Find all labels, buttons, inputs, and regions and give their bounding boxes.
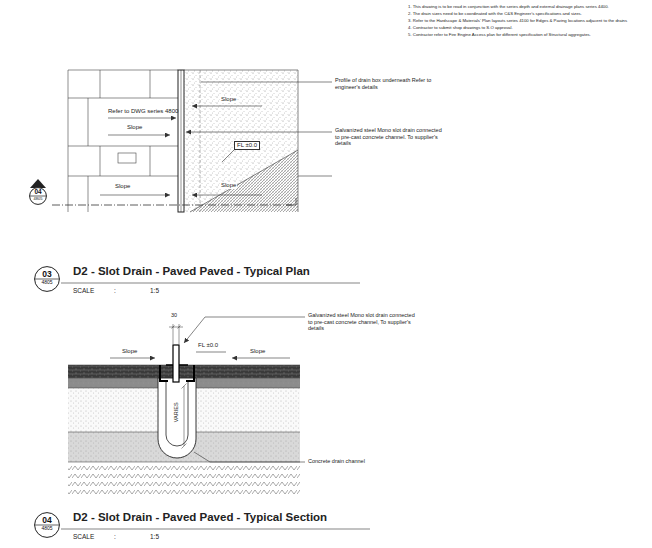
slope-label: Slope [250, 348, 265, 355]
section-cut-line [30, 179, 296, 205]
title-underline [61, 529, 370, 530]
drawing-title: D2 - Slot Drain - Paved Paved - Typical … [73, 511, 327, 525]
scale-separator: : [114, 287, 116, 295]
ground-layers [68, 365, 300, 495]
level-label: FL ±0.0 [234, 141, 260, 150]
drawing-title: D2 - Slot Drain - Paved Paved - Typical … [73, 265, 310, 279]
sheet-number: 4805 [34, 197, 43, 201]
slope-label: Slope [220, 182, 237, 189]
reference-bubble: 044805 [29, 187, 47, 205]
slot-drain-section [166, 345, 188, 382]
leader-lines [108, 82, 332, 176]
dimension-lines [169, 324, 187, 449]
note-text: 4. Contractor to submit shop drawings to… [408, 25, 513, 30]
scale-value: 1:5 [150, 287, 159, 295]
section-arrows [110, 317, 305, 462]
scale-separator: : [114, 533, 116, 541]
slope-label: Slope [127, 124, 142, 131]
scale-value: 1:5 [150, 533, 159, 541]
reference-note: Refer to DWG series 4800 [108, 108, 178, 115]
dimension-text: 30 [171, 312, 177, 319]
slope-label: Slope [220, 96, 237, 103]
note-text: 3. Refer to the Hardscape & Materials' P… [408, 18, 627, 23]
slot-drain-plan [178, 70, 184, 212]
callout-text: Profile of drain box underneath Refer to… [335, 77, 443, 90]
slope-label: Slope [115, 183, 130, 190]
paving-grid [68, 70, 178, 212]
callout-text: Galvanized steel Mono slot drain connect… [308, 312, 420, 332]
callout-number: 03 [42, 270, 51, 279]
dimension-text: VARIES [173, 401, 180, 423]
scale-label: SCALE [73, 287, 94, 295]
note-text: 5. Contractor refer to Fire Engine Acces… [408, 32, 591, 37]
reference-bubble: 044805 [34, 512, 60, 538]
aggregate-area [184, 70, 298, 212]
callout-text: Galvanized steel Mono slot drain connect… [335, 127, 443, 147]
callout-number: 04 [42, 516, 51, 525]
note-text: 1. This drawing is to be read in conjunc… [408, 4, 609, 9]
drain-box-profile [200, 70, 201, 212]
note-text: 2. The drain sizes need to be coordinate… [408, 11, 582, 16]
callout-number: 04 [34, 189, 41, 196]
slope-arrows [100, 106, 262, 195]
scale-label: SCALE [73, 533, 94, 541]
title-underline [61, 283, 360, 284]
reference-bubble: 034805 [34, 266, 60, 292]
level-label: FL ±0.0 [198, 342, 218, 349]
sheet-number: 4805 [41, 526, 52, 531]
slope-label: Slope [122, 348, 137, 355]
sheet-number: 4805 [41, 280, 52, 285]
callout-text: Concrete drain channel [308, 458, 365, 465]
